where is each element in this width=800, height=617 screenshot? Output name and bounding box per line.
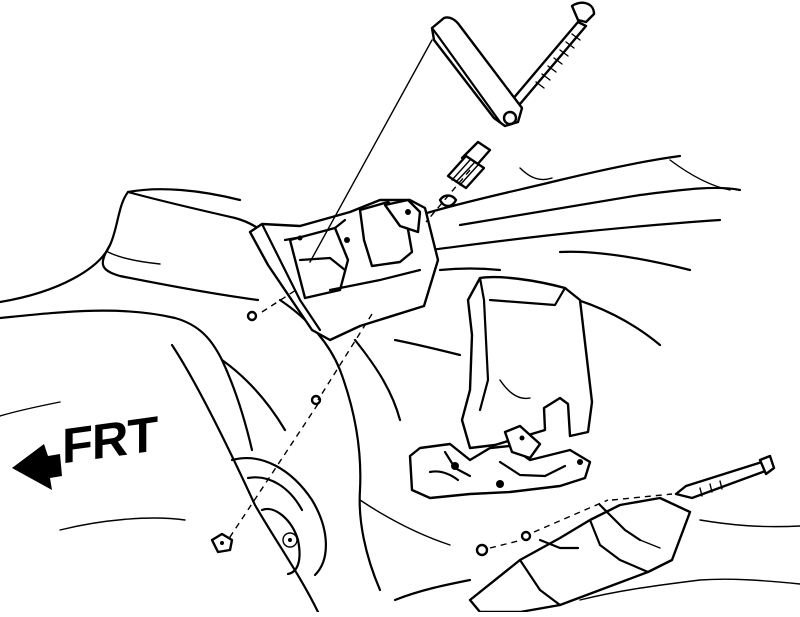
crossmember-bolt xyxy=(674,454,776,500)
transmission-crossmember xyxy=(408,424,592,500)
left-arrow-icon xyxy=(12,444,62,490)
engine-mount-bracket xyxy=(248,198,440,342)
mount-cushion xyxy=(438,140,492,208)
alignment-lines xyxy=(227,39,673,549)
fasteners xyxy=(210,310,532,554)
transmission-bracket xyxy=(460,275,594,450)
mounting-bolt xyxy=(510,1,596,106)
frame-pad xyxy=(260,507,301,576)
vehicle-frame-outline xyxy=(0,188,800,614)
mount-plate xyxy=(430,16,524,128)
frame-rail xyxy=(468,496,692,614)
